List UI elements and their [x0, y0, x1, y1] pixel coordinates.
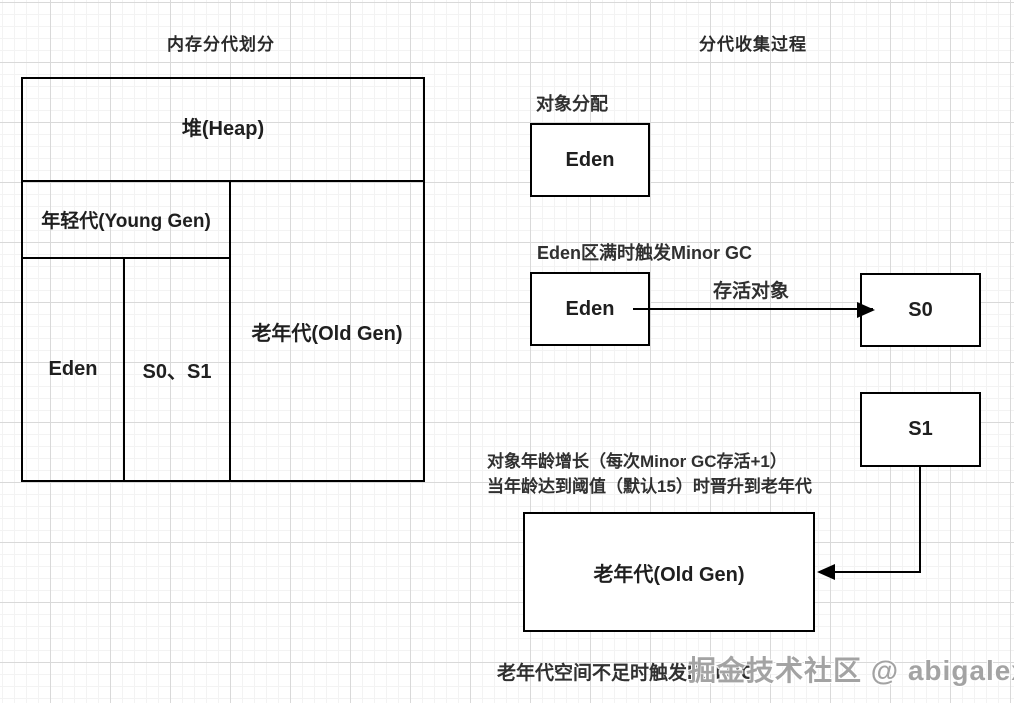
aging-caption-line1: 对象年龄增长（每次Minor GC存活+1）: [487, 452, 787, 471]
watermark: 掘金技术社区 @ abigalexy: [688, 655, 1014, 686]
eden-region-label: Eden: [48, 358, 98, 380]
aging-caption: 对象年龄增长（每次Minor GC存活+1） 当年龄达到阈值（默认15）时晋升到…: [487, 449, 812, 499]
object-allocation-label: 对象分配: [536, 94, 608, 114]
heap-label: 堆(Heap): [181, 118, 265, 140]
full-gc-caption: 老年代空间不足时触发Full GC: [497, 663, 755, 684]
eden-allocation-box: Eden: [530, 123, 650, 197]
arrowhead-left-icon: [817, 564, 835, 580]
minor-gc-caption: Eden区满时触发Minor GC: [537, 243, 752, 263]
eden-region-box: Eden: [21, 257, 125, 482]
gc-process-title: 分代收集过程: [699, 35, 807, 54]
old-gen-target-label: 老年代(Old Gen): [593, 563, 745, 586]
promotion-arrow-horizontal-line: [819, 571, 921, 573]
survivor-region-label: S0、S1: [142, 361, 212, 383]
eden-gc-label: Eden: [565, 297, 615, 320]
young-gen-label: 年轻代(Young Gen): [41, 211, 211, 232]
old-gen-region-box: 老年代(Old Gen): [229, 180, 425, 482]
aging-caption-line2: 当年龄达到阈值（默认15）时晋升到老年代: [487, 477, 812, 496]
eden-gc-box: Eden: [530, 272, 650, 346]
memory-division-title: 内存分代划分: [167, 35, 275, 54]
promotion-arrow-vertical-line: [919, 467, 921, 573]
arrowhead-right-icon: [857, 302, 875, 318]
survivor-arrow-line: [633, 308, 873, 310]
s0-box: S0: [860, 273, 981, 347]
eden-allocation-label: Eden: [565, 148, 615, 171]
s1-box: S1: [860, 392, 981, 467]
survivor-arrow-label: 存活对象: [713, 281, 790, 302]
s0-label: S0: [908, 298, 933, 321]
s1-label: S1: [908, 418, 933, 440]
old-gen-region-label: 老年代(Old Gen): [251, 322, 403, 345]
old-gen-target-box: 老年代(Old Gen): [523, 512, 815, 632]
survivor-region-box: S0、S1: [123, 257, 231, 482]
young-gen-box: 年轻代(Young Gen): [21, 180, 231, 259]
